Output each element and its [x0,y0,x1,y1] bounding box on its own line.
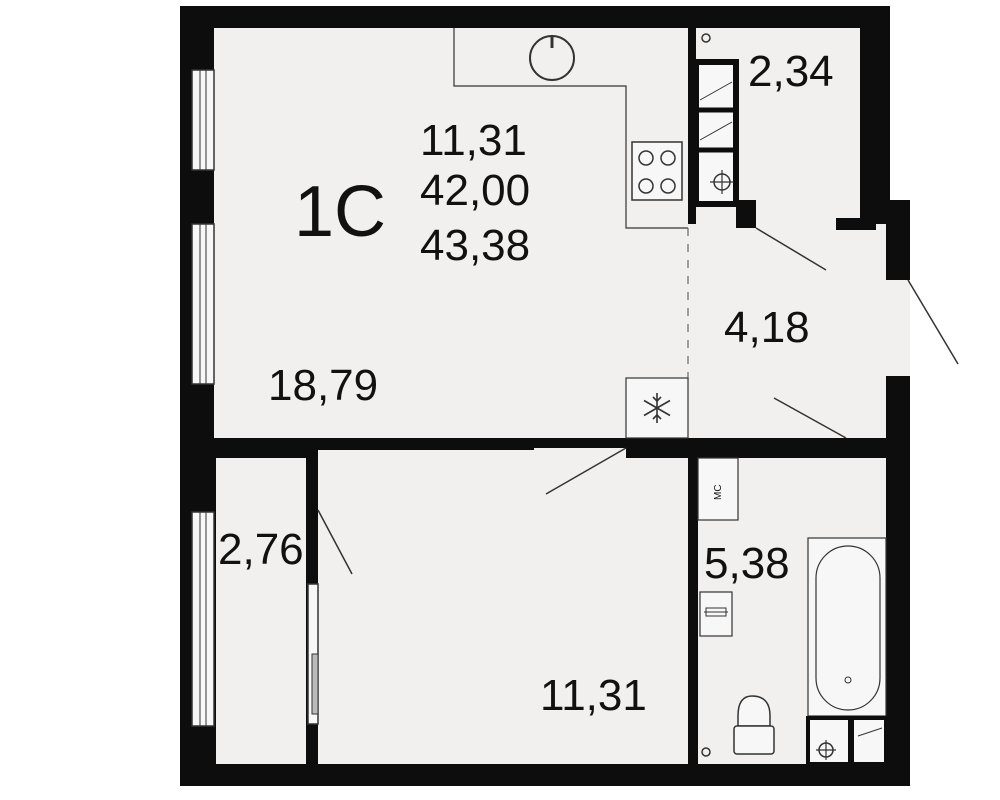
hallway-room [688,224,886,438]
wall-wardrobe-bottom-right [836,218,876,230]
wall-loggia-top [306,448,318,502]
riser-icon [710,170,734,194]
entrance-wall-stub-top [886,200,910,280]
entrance-doorway [886,280,910,376]
riser-icon-bath [806,716,852,766]
bedroom-area: 11,31 [540,671,647,720]
loggia-area: 2,76 [218,525,304,574]
washing-machine-cabinet: МС [697,457,739,521]
kitchen-living-room [214,28,688,438]
hallway-area: 4,18 [724,303,810,352]
cabinet-label: МС [713,484,724,500]
wardrobe-door [755,227,827,271]
bedroom-room [318,448,688,764]
sink-icon [529,35,575,81]
wall-wardrobe-left [688,28,696,224]
entrance-door[interactable] [907,279,959,365]
shaft-box [850,716,888,766]
total-area-balcony: 43,38 [420,221,530,270]
total-area: 42,00 [420,166,530,215]
apartment-code: 1С [294,172,386,252]
loggia-room [216,458,306,764]
bathroom-area: 5,38 [704,539,790,588]
toilet-icon [733,695,775,755]
kitchen-counter [453,28,688,229]
window-left-3 [191,511,215,727]
wall-living-bedroom [214,438,534,450]
wardrobe-area: 2,34 [748,47,834,96]
wardrobe-shelves [693,59,739,207]
wall-hall-bath-right [846,438,886,448]
bathroom-door [773,397,847,439]
window-left-1 [191,69,215,171]
bathtub-icon [807,537,887,717]
wall-bedroom-bath [688,448,698,764]
riser-dot-bath [701,747,711,757]
bedroom-door [545,447,627,495]
balcony-door [307,509,353,725]
stove-icon [631,141,683,201]
snowflake-icon [625,377,689,439]
wall-wardrobe-bottom-left [736,200,756,228]
riser-dot-wardrobe [701,33,711,43]
living-area: 11,31 [420,116,527,165]
kitchen-living-area: 18,79 [268,361,378,410]
entrance-wall-stub-bottom [886,376,910,786]
window-left-2 [191,223,215,385]
faucet-icon [699,591,733,637]
